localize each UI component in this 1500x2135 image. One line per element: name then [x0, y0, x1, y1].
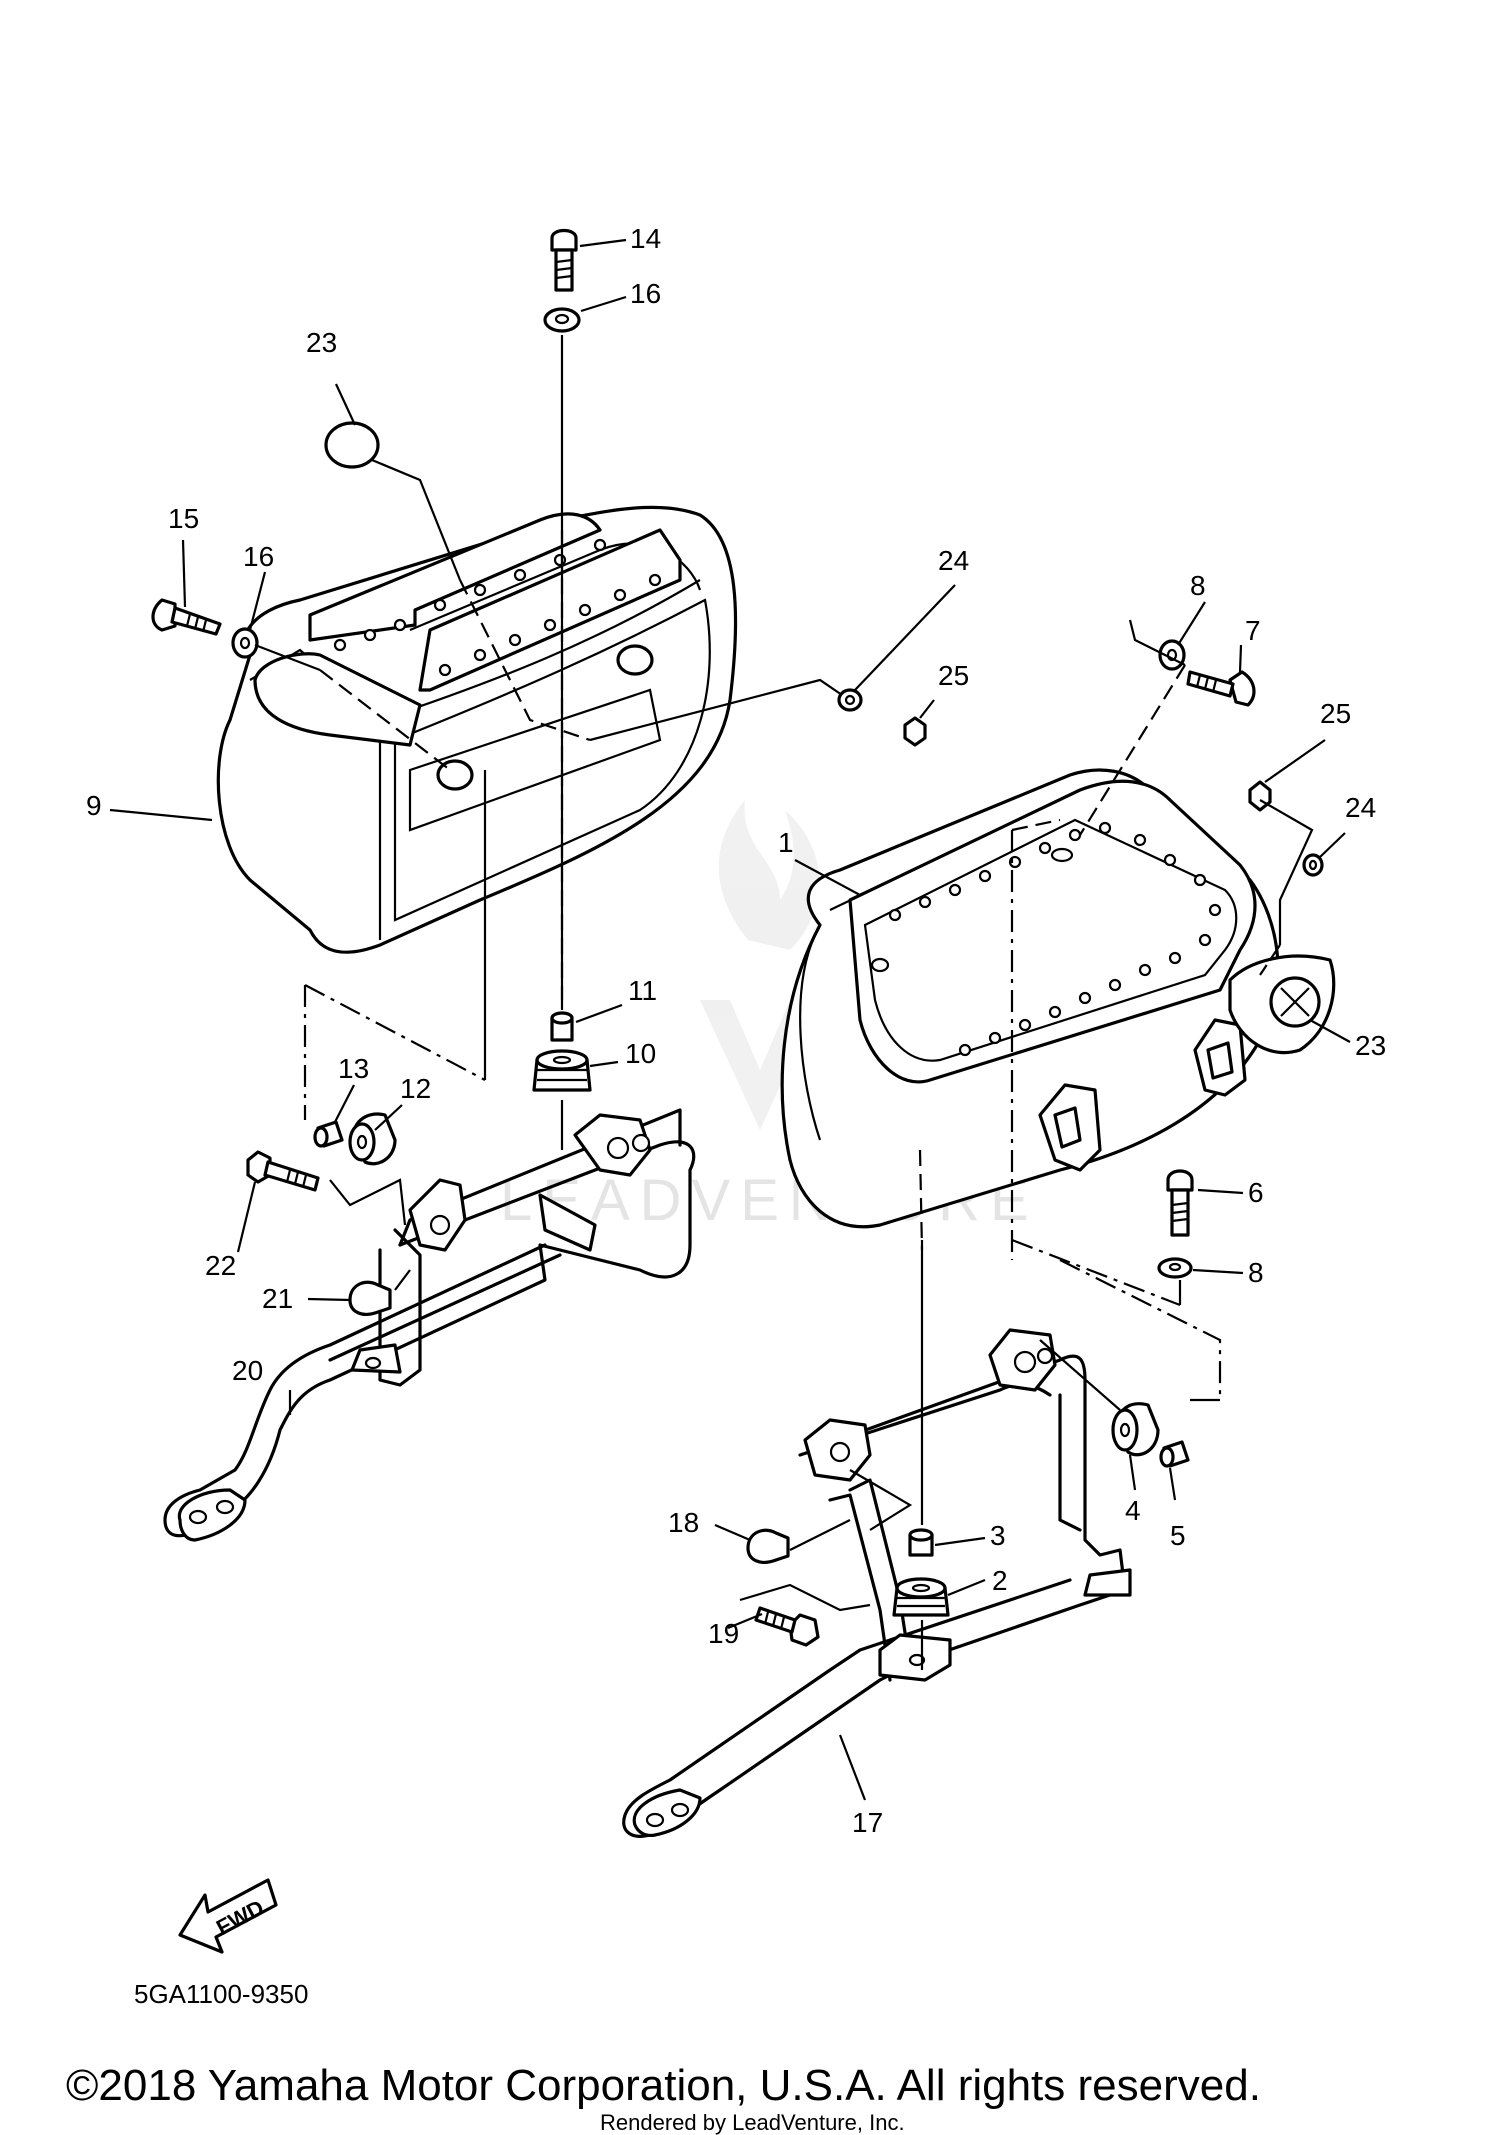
leader-lines [109, 238, 1351, 1801]
callout-22: 22 [205, 1250, 236, 1281]
callout-4: 4 [1125, 1495, 1141, 1526]
callout-24-right: 24 [1345, 792, 1376, 823]
callout-18: 18 [668, 1507, 699, 1538]
left-stay [163, 1108, 696, 1542]
callout-16-top: 16 [630, 278, 661, 309]
right-bag-latches [1038, 1018, 1247, 1172]
right-stay [622, 1328, 1132, 1838]
callout-labels: 14 16 23 15 16 9 24 25 8 7 25 24 1 23 11… [86, 223, 1386, 1838]
collar-11 [550, 1011, 574, 1042]
callout-16-left: 16 [243, 541, 274, 572]
grommet-10 [532, 1049, 592, 1092]
callout-13: 13 [338, 1053, 369, 1084]
collar-13 [313, 1120, 344, 1148]
collar-3 [908, 1528, 934, 1557]
rendered-by-notice: Rendered by LeadVenture, Inc. [600, 2110, 905, 2135]
bolt-14 [550, 228, 578, 292]
callout-19: 19 [708, 1618, 739, 1649]
callout-25-top: 25 [938, 660, 969, 691]
drawing-code: 5GA1100-9350 [134, 1979, 308, 2009]
callout-11: 11 [628, 975, 657, 1006]
callout-10: 10 [625, 1038, 656, 1069]
callout-1: 1 [778, 827, 794, 858]
callout-8-top: 8 [1190, 570, 1206, 601]
bolt-19 [754, 1606, 820, 1647]
grommet-4 [1111, 1402, 1160, 1457]
nut-25-top [903, 716, 927, 747]
grommet-2 [892, 1577, 950, 1617]
callout-12: 12 [400, 1073, 431, 1104]
callout-7: 7 [1245, 615, 1261, 646]
callout-21: 21 [262, 1283, 293, 1314]
callout-20: 20 [232, 1355, 263, 1386]
callout-9: 9 [86, 790, 102, 821]
nut-25-right [1248, 780, 1272, 812]
callout-2: 2 [992, 1565, 1008, 1596]
bolt-22 [246, 1150, 320, 1192]
bolt-15 [151, 598, 222, 636]
grommet-12 [348, 1112, 397, 1166]
forward-direction-arrow: FWD [178, 1878, 278, 1954]
cap-23-left [324, 421, 380, 469]
callout-24-top: 24 [938, 545, 969, 576]
right-bag-rivets [888, 821, 1222, 1057]
left-bag-rivets [333, 538, 662, 677]
plug-21 [348, 1280, 392, 1316]
callout-3: 3 [990, 1520, 1006, 1551]
callout-23-left: 23 [306, 327, 337, 358]
callout-6: 6 [1248, 1177, 1264, 1208]
left-saddlebag [216, 505, 738, 954]
plug-18 [746, 1528, 790, 1564]
callout-23-right: 23 [1355, 1030, 1386, 1061]
small-parts [151, 228, 1324, 1647]
bolt-6 [1166, 1169, 1194, 1237]
callout-8-lower: 8 [1248, 1257, 1264, 1288]
callout-25-right: 25 [1320, 698, 1351, 729]
bolt-7 [1186, 670, 1256, 707]
collar-5 [1159, 1440, 1190, 1468]
right-saddlebag [780, 768, 1336, 1229]
callout-15: 15 [168, 503, 199, 534]
callout-14: 14 [630, 223, 661, 254]
callout-5: 5 [1170, 1520, 1186, 1551]
callout-17: 17 [852, 1807, 883, 1838]
assembly-lines [254, 335, 1314, 1670]
copyright-notice: ©2018 Yamaha Motor Corporation, U.S.A. A… [66, 2061, 1261, 2110]
